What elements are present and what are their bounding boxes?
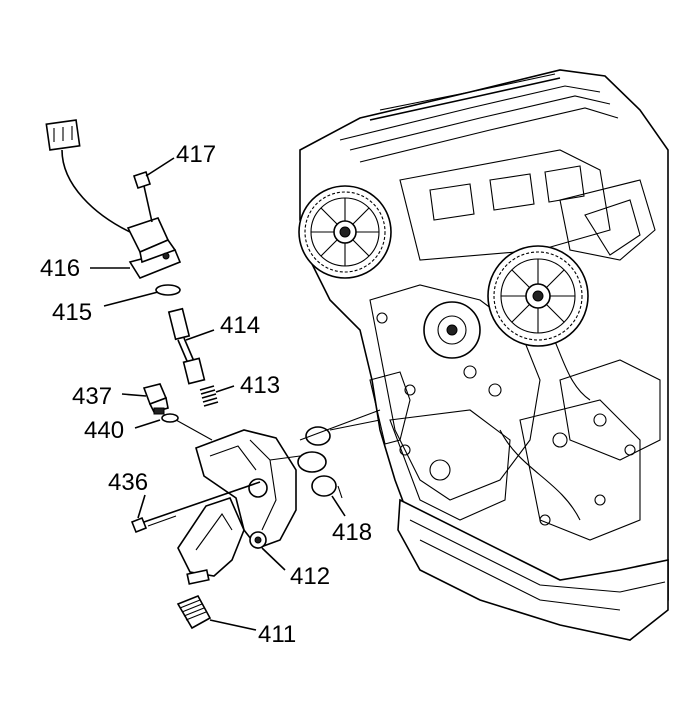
callout-417: 417 [176, 141, 216, 168]
callout-411: 411 [258, 621, 296, 648]
callout-437: 437 [72, 383, 112, 410]
engine-mount-bracket [369, 371, 411, 445]
callout-416: 416 [40, 255, 80, 282]
seal [161, 413, 179, 423]
spring [199, 385, 219, 407]
leader-lines [90, 157, 346, 631]
callout-418: 418 [332, 519, 372, 546]
drive-gear-arm [177, 497, 245, 585]
callout-440: 440 [84, 417, 124, 444]
alignment-line [299, 409, 381, 441]
callout-412: 412 [290, 563, 330, 590]
callout-415: 415 [52, 299, 92, 326]
callout-414: 414 [220, 312, 260, 339]
engine-block [298, 69, 669, 641]
camshaft-position-sensor [126, 217, 182, 279]
callout-413: 413 [240, 372, 280, 399]
sensor-connector [45, 119, 131, 233]
sensor-bolt [132, 170, 153, 223]
sensor-drive-shaft [167, 307, 206, 385]
left-cam-sprocket [298, 185, 392, 279]
drive-gear [176, 594, 212, 630]
long-bolt [130, 481, 261, 534]
right-cam-sprocket [487, 245, 589, 347]
oil-pressure-sensor [142, 383, 169, 415]
o-ring [155, 284, 181, 296]
callout-436: 436 [108, 469, 148, 496]
